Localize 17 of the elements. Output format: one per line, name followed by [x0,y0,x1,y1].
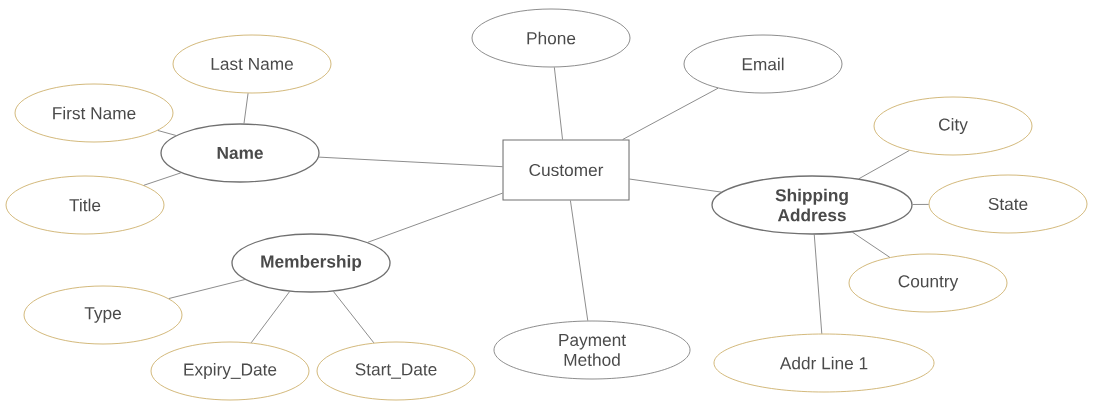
entity-box: Customer [502,139,630,201]
connector-line [243,92,249,124]
connector-line [333,291,375,344]
connector-line [157,130,177,136]
connector-line [629,178,722,193]
connector-line [553,66,563,140]
connector-line [570,200,589,322]
connector-line [367,192,503,243]
connector-line [143,172,182,186]
connector-line [912,204,929,205]
connector-line [622,87,719,140]
connector-line [858,150,910,180]
connector-line [318,156,503,168]
connector-line [168,279,246,299]
connector-line [250,291,290,344]
connector-line [813,234,823,334]
connector-line [852,231,891,258]
